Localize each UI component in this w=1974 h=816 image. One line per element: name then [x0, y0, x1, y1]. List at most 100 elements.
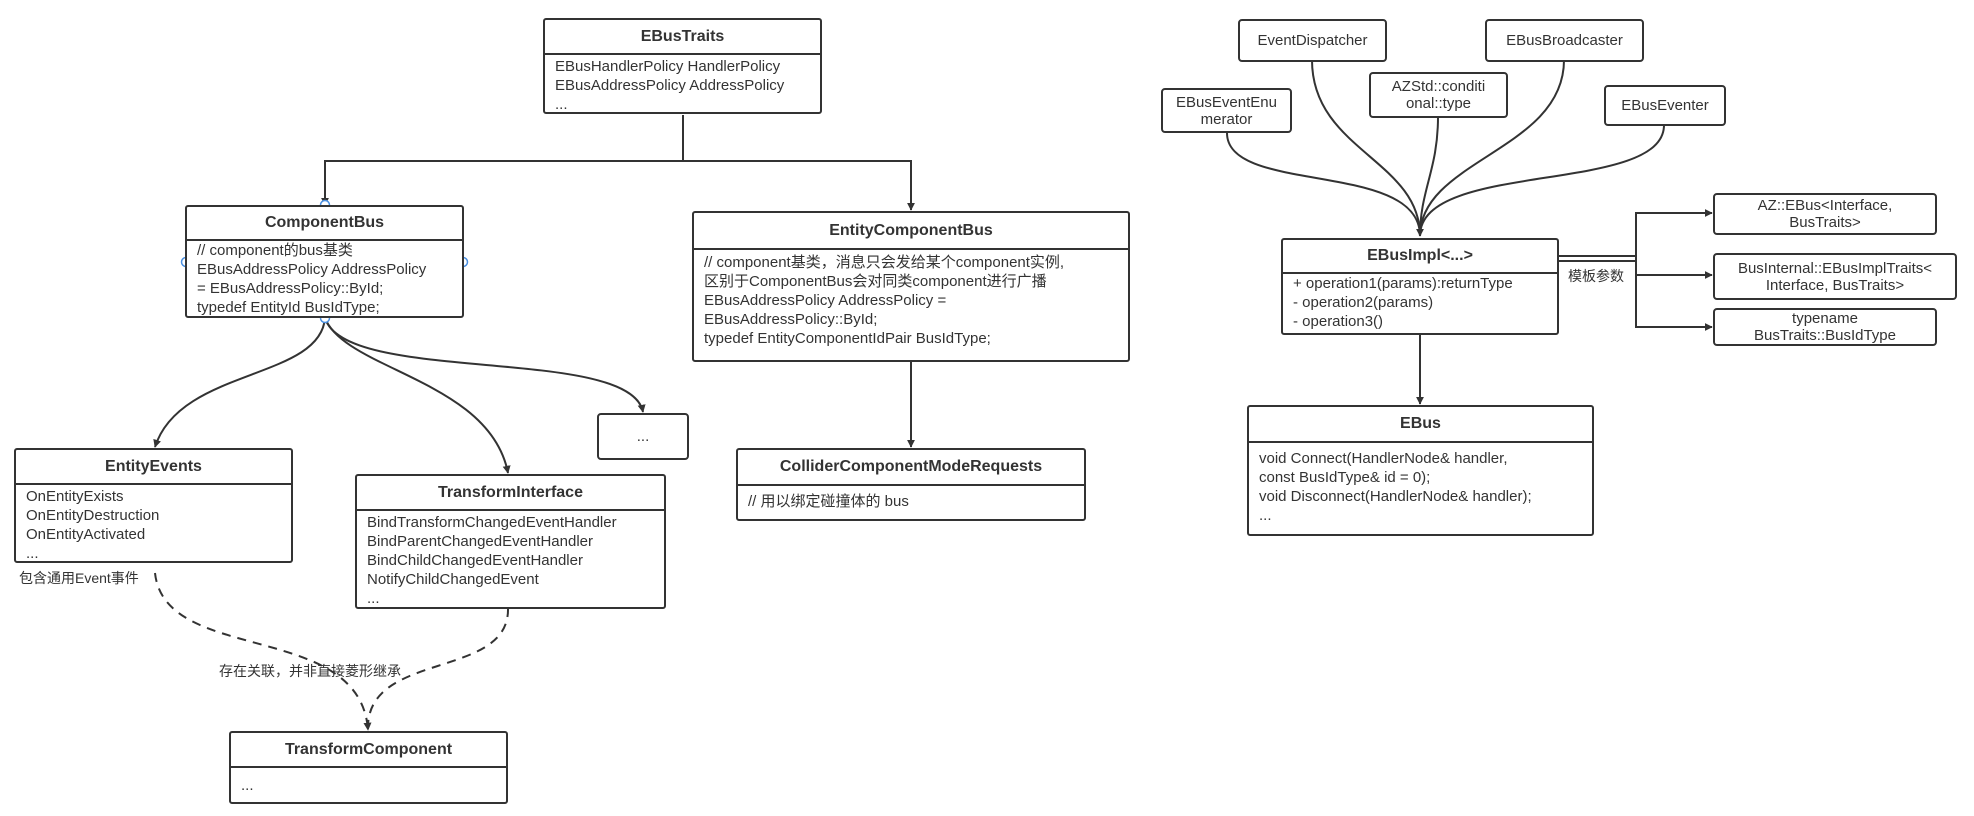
ebus-class[interactable]: EBus void Connect(HandlerNode& handler, …: [1247, 405, 1594, 536]
component-bus-class[interactable]: ComponentBus // component的bus基类 EBusAddr…: [185, 205, 464, 318]
edge-ebusimpl-to-busidtype: [1635, 256, 1713, 331]
ebus-broadcaster-box[interactable]: EBusBroadcaster: [1485, 19, 1644, 62]
member-line: const BusIdType& id = 0);: [1259, 469, 1431, 486]
entity-component-bus-members: // component基类，消息只会发给某个component实例, 区别于C…: [694, 250, 1128, 350]
edge-entityevents-to-transformcomponent: [154, 572, 372, 731]
bus-internal-traits-label: BusInternal::EBusImplTraits<Interface, B…: [1738, 260, 1932, 294]
entity-events-class[interactable]: EntityEvents OnEntityExists OnEntityDest…: [14, 448, 293, 563]
entity-component-bus-class[interactable]: EntityComponentBus // component基类，消息只会发给…: [692, 211, 1130, 362]
edge-componentbus-to-entityevents: [153, 317, 326, 448]
ebus-traits-members: EBusHandlerPolicy HandlerPolicy EBusAddr…: [545, 55, 820, 116]
ebus-broadcaster-label: EBusBroadcaster: [1506, 32, 1623, 49]
ebus-impl-title: EBusImpl<...>: [1283, 240, 1557, 274]
label-line: merator: [1200, 110, 1253, 128]
label-line: EBusEventEnu: [1176, 93, 1277, 111]
label-line: BusTraits>: [1789, 214, 1861, 231]
edge-conditional-to-ebusimpl: [1419, 116, 1439, 237]
member-line: OnEntityDestruction: [26, 507, 160, 524]
edge-componentbus-to-ellipsis: [324, 317, 646, 413]
member-line: BindChildChangedEventHandler: [367, 552, 583, 569]
edge-eventer-to-ebusimpl: [1419, 124, 1665, 237]
label-line: typename: [1792, 310, 1858, 327]
member-line: // 用以绑定碰撞体的 bus: [748, 493, 909, 510]
bus-internal-traits-box[interactable]: BusInternal::EBusImplTraits<Interface, B…: [1713, 253, 1957, 300]
member-line: EBusAddressPolicy AddressPolicy =: [704, 292, 947, 309]
edge-traits-to-componentbus: [321, 115, 684, 206]
transform-interface-title: TransformInterface: [357, 476, 664, 511]
entity-component-bus-title: EntityComponentBus: [694, 213, 1128, 250]
member-line: void Disconnect(HandlerNode& handler);: [1259, 488, 1532, 505]
label-line: BusInternal::EBusImplTraits<: [1737, 259, 1933, 277]
label-line: BusTraits::BusIdType: [1753, 327, 1896, 344]
collider-requests-class[interactable]: ColliderComponentModeRequests // 用以绑定碰撞体…: [736, 448, 1086, 521]
collider-requests-title: ColliderComponentModeRequests: [738, 450, 1084, 486]
edge-ebusimpl-to-implraits: [1558, 260, 1713, 279]
event-dispatcher-label: EventDispatcher: [1257, 32, 1368, 49]
ebus-traits-title: EBusTraits: [545, 20, 820, 55]
template-params-label: 模板参数: [1568, 268, 1624, 284]
az-ebus-box[interactable]: AZ::EBus<Interface,BusTraits>: [1713, 193, 1937, 235]
ebus-eventer-label: EBusEventer: [1621, 97, 1709, 114]
edge-componentbus-to-transforminterface: [324, 317, 511, 474]
member-line: - operation3(): [1293, 313, 1384, 330]
edge-traits-to-entitycomponentbus: [683, 160, 915, 211]
member-line: // component的bus基类: [197, 242, 353, 259]
member-line: ...: [555, 96, 568, 113]
member-line: = EBusAddressPolicy::ById;: [197, 280, 384, 297]
component-bus-title: ComponentBus: [187, 207, 462, 241]
association-note: 存在关联，并非直接菱形继承: [219, 663, 401, 679]
member-line: ...: [367, 590, 380, 607]
collider-requests-members: // 用以绑定碰撞体的 bus: [738, 486, 1084, 513]
member-line: ...: [1259, 507, 1272, 524]
member-line: OnEntityActivated: [26, 526, 146, 543]
ebus-members: void Connect(HandlerNode& handler, const…: [1249, 443, 1592, 527]
member-line: void Connect(HandlerNode& handler,: [1259, 450, 1508, 467]
member-line: ...: [26, 545, 39, 562]
transform-component-members: ...: [231, 768, 506, 797]
transform-interface-members: BindTransformChangedEventHandler BindPar…: [357, 511, 664, 610]
member-line: typedef EntityComponentIdPair BusIdType;: [704, 330, 991, 347]
label-line: AZ::EBus<Interface,: [1757, 197, 1893, 214]
ebus-traits-class[interactable]: EBusTraits EBusHandlerPolicy HandlerPoli…: [543, 18, 822, 114]
label-line: onal::type: [1405, 95, 1472, 112]
transform-interface-class[interactable]: TransformInterface BindTransformChangedE…: [355, 474, 666, 609]
ebus-title: EBus: [1249, 407, 1592, 443]
label-line: AZStd::conditi: [1391, 78, 1486, 95]
ebus-eventer-box[interactable]: EBusEventer: [1604, 85, 1726, 126]
member-line: BindTransformChangedEventHandler: [367, 514, 617, 531]
ebus-impl-members: + operation1(params):returnType - operat…: [1283, 274, 1557, 333]
edge-broadcaster-to-ebusimpl: [1419, 59, 1565, 237]
member-line: EBusAddressPolicy::ById;: [704, 311, 878, 328]
transform-component-class[interactable]: TransformComponent ...: [229, 731, 508, 804]
entity-events-members: OnEntityExists OnEntityDestruction OnEnt…: [16, 485, 291, 565]
transform-component-title: TransformComponent: [231, 733, 506, 768]
member-line: EBusAddressPolicy AddressPolicy: [555, 77, 785, 94]
member-line: EBusAddressPolicy AddressPolicy: [197, 261, 427, 278]
more-components-label: ...: [636, 428, 650, 445]
more-components-box[interactable]: ...: [597, 413, 689, 460]
member-line: + operation1(params):returnType: [1293, 275, 1513, 292]
edge-ebusimpl-to-az-ebus: [1558, 209, 1713, 257]
member-line: - operation2(params): [1293, 294, 1434, 311]
event-dispatcher-box[interactable]: EventDispatcher: [1238, 19, 1387, 62]
member-line: typedef EntityId BusIdType;: [197, 299, 380, 316]
label-line: Interface, BusTraits>: [1765, 276, 1905, 294]
edge-dispatcher-to-ebusimpl: [1311, 59, 1421, 237]
member-line: OnEntityExists: [26, 488, 124, 505]
component-bus-members: // component的bus基类 EBusAddressPolicy Add…: [187, 241, 462, 319]
member-line: ...: [241, 777, 254, 794]
edge-transforminterface-to-transformcomponent: [366, 607, 510, 731]
entity-events-title: EntityEvents: [16, 450, 291, 485]
ebus-impl-class[interactable]: EBusImpl<...> + operation1(params):retur…: [1281, 238, 1559, 335]
member-line: // component基类，消息只会发给某个component实例,: [704, 254, 1065, 271]
member-line: NotifyChildChangedEvent: [367, 571, 539, 588]
member-line: EBusHandlerPolicy HandlerPolicy: [555, 58, 781, 75]
entity-events-note: 包含通用Event事件: [19, 570, 139, 586]
az-ebus-label: AZ::EBus<Interface,BusTraits>: [1758, 197, 1893, 231]
